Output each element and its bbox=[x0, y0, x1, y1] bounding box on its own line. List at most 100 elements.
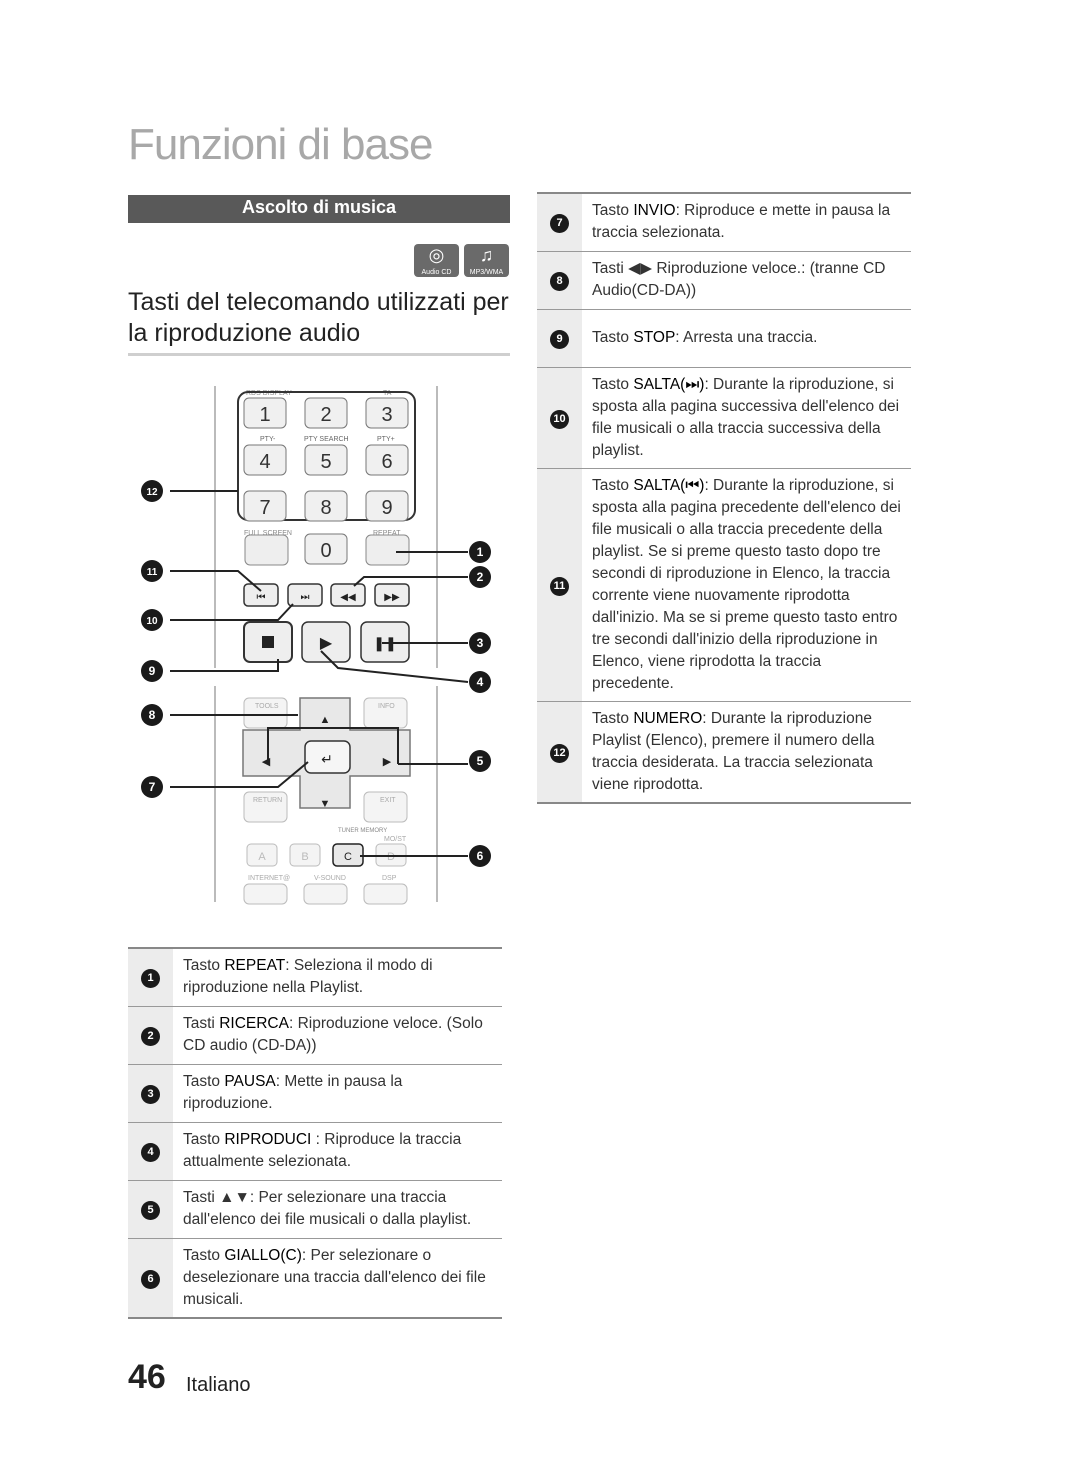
svg-text:↵: ↵ bbox=[321, 751, 333, 767]
callout-badge bbox=[141, 704, 163, 726]
description-text: : Per selezionare o deselezionare una tr… bbox=[183, 1246, 486, 1308]
callout-badge bbox=[469, 632, 491, 654]
callout-number: 5 bbox=[477, 754, 484, 768]
description-prefix: Tasto bbox=[183, 1131, 225, 1148]
row-number-cell: 6 bbox=[128, 1238, 173, 1318]
item-number-badge: 12 bbox=[550, 743, 569, 763]
callout-badge bbox=[141, 609, 163, 631]
row-number-cell: 3 bbox=[128, 1064, 173, 1122]
callout-number: 3 bbox=[477, 636, 484, 650]
svg-text:RETURN: RETURN bbox=[253, 797, 282, 804]
item-number-badge: 9 bbox=[550, 330, 569, 349]
row-number-cell: 4 bbox=[128, 1122, 173, 1180]
media-type-icons: ◎Audio CD ♫MP3/WMA bbox=[414, 244, 509, 277]
item-number-badge: 4 bbox=[141, 1143, 160, 1162]
callout-badge bbox=[469, 845, 491, 867]
description-text: : Riproduce e mette in pausa la traccia … bbox=[592, 202, 891, 242]
key-name: RIPRODUCI bbox=[224, 1131, 312, 1148]
description-prefix: Tasto bbox=[592, 375, 634, 393]
description-text: : Riproduzione veloce. (Solo CD audio (C… bbox=[183, 1015, 483, 1054]
section-header: Ascolto di musica bbox=[128, 195, 510, 223]
svg-text:PTY SEARCH: PTY SEARCH bbox=[304, 436, 349, 443]
description-text: : Durante la riproduzione, si sposta all… bbox=[592, 476, 901, 692]
callout-badge bbox=[469, 750, 491, 772]
callout-number: 2 bbox=[477, 570, 484, 584]
svg-text:TOOLS: TOOLS bbox=[255, 703, 279, 710]
callout-badge bbox=[141, 560, 163, 582]
digit-label: 8 bbox=[320, 497, 331, 519]
item-number-badge: 2 bbox=[141, 1027, 160, 1046]
row-description-cell: Tasto SALTA(⏭): Durante la riproduzione,… bbox=[582, 367, 911, 468]
row-number-cell: 9 bbox=[537, 309, 582, 367]
row-description-cell: Tasti RICERCA: Riproduzione veloce. (Sol… bbox=[173, 1006, 502, 1064]
key-name: PAUSA bbox=[224, 1073, 276, 1090]
description-prefix: Tasto bbox=[592, 709, 634, 727]
callout-badge bbox=[141, 480, 163, 502]
svg-text:INFO: INFO bbox=[378, 703, 395, 710]
svg-text:▲: ▲ bbox=[320, 714, 331, 726]
key-description-row: 6 Tasto GIALLO(C): Per selezionare o dese… bbox=[128, 1238, 502, 1318]
callout-badge bbox=[469, 671, 491, 693]
item-number-badge: 3 bbox=[141, 1085, 160, 1104]
row-description-cell: Tasti ◀▶ Riproduzione veloce.: (tranne C… bbox=[582, 251, 911, 309]
description-prefix: Tasto bbox=[183, 957, 225, 975]
digit-button bbox=[243, 397, 287, 429]
callout-number: 12 bbox=[146, 487, 158, 498]
color-button-label: B bbox=[301, 851, 308, 863]
description-prefix: Tasto bbox=[183, 1246, 225, 1264]
item-number-badge: 7 bbox=[550, 214, 569, 234]
digit-label: 3 bbox=[381, 404, 392, 426]
description-prefix: Tasto bbox=[183, 1073, 225, 1090]
digit-label: 1 bbox=[259, 404, 270, 426]
callout-number: 8 bbox=[149, 708, 156, 722]
row-number-cell: 10 bbox=[537, 367, 582, 468]
description-prefix: Tasto bbox=[592, 476, 634, 494]
description-prefix: Tasto bbox=[592, 329, 634, 346]
description-text: : Seleziona il modo di riproduzione nell… bbox=[183, 957, 433, 997]
color-button-label: C bbox=[344, 851, 352, 863]
svg-text:REPEAT: REPEAT bbox=[373, 530, 401, 537]
item-number-badge: 5 bbox=[141, 1201, 160, 1220]
item-number-badge: 11 bbox=[550, 576, 569, 596]
key-description-row: 11 Tasto SALTA(⏮): Durante la riproduzion… bbox=[537, 468, 911, 701]
digit-label: 0 bbox=[320, 540, 331, 562]
callout-number: 9 bbox=[149, 664, 156, 678]
callout-number: 4 bbox=[477, 675, 484, 689]
ta-label: TA bbox=[383, 390, 392, 397]
callout-number: 1 bbox=[477, 545, 484, 559]
callout-number: 11 bbox=[147, 567, 158, 578]
digit-label: 5 bbox=[320, 451, 331, 473]
row-description-cell: Tasto INVIO: Riproduce e mette in pausa … bbox=[582, 193, 911, 251]
item-number-badge: 6 bbox=[141, 1269, 160, 1289]
row-number-cell: 5 bbox=[128, 1180, 173, 1238]
digit-label: 2 bbox=[320, 404, 331, 426]
svg-text:V-SOUND: V-SOUND bbox=[314, 875, 346, 882]
item-number-badge: 1 bbox=[141, 969, 160, 989]
subsection-title: Tasti del telecomando utilizzati per la … bbox=[128, 287, 510, 356]
disc-icon: ◎Audio CD bbox=[414, 244, 459, 277]
key-name: NUMERO bbox=[633, 709, 703, 727]
callout-number: 7 bbox=[149, 780, 156, 794]
rds-label: RDS DISPLAY bbox=[246, 390, 292, 397]
row-description-cell: Tasto SALTA(⏮): Durante la riproduzione,… bbox=[582, 468, 911, 701]
description-text: : Mette in pausa la riproduzione. bbox=[183, 1073, 403, 1112]
callout-number: 10 bbox=[146, 616, 158, 627]
svg-text:PTY+: PTY+ bbox=[377, 436, 395, 443]
row-description-cell: Tasto GIALLO(C): Per selezionare o desel… bbox=[173, 1238, 502, 1318]
description-prefix: Tasti bbox=[183, 1015, 220, 1032]
digit-button bbox=[365, 444, 409, 476]
page-title: Funzioni di base bbox=[128, 120, 433, 169]
key-name: GIALLO(C) bbox=[224, 1246, 302, 1264]
callout-badge bbox=[141, 660, 163, 682]
row-number-cell: 8 bbox=[537, 251, 582, 309]
description-prefix: Tasto bbox=[592, 202, 634, 220]
color-button-b bbox=[289, 843, 321, 867]
row-number-cell: 1 bbox=[128, 948, 173, 1006]
digit-button bbox=[304, 490, 348, 522]
page-language: Italiano bbox=[186, 1374, 251, 1396]
